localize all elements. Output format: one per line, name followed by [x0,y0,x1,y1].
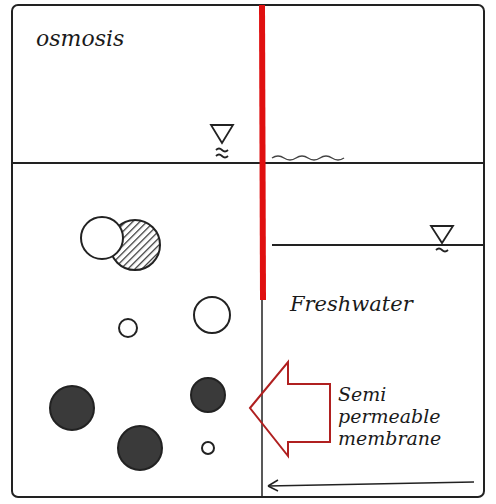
membrane-label: Semi permeable membrane [338,384,478,450]
title: osmosis [36,26,124,51]
water-surface-ripple [272,156,344,160]
water-level-right [272,244,484,246]
flow-arrow [250,362,330,456]
water-level-left [12,162,484,164]
container [12,5,484,497]
water-level-symbol [211,125,453,252]
solute-particles [50,217,230,470]
semipermeable-membrane [262,5,263,300]
leader-arrowhead [268,480,278,491]
leader-line [268,482,474,486]
region-label: Freshwater [290,292,413,316]
